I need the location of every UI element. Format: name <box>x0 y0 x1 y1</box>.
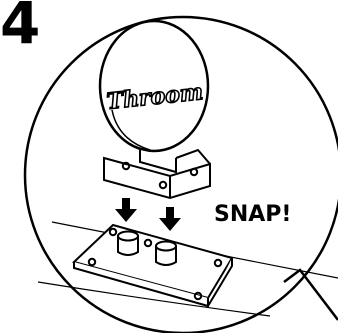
step-number: 4 <box>0 0 38 52</box>
brand-logo: Throom <box>106 79 205 115</box>
snap-callout: SNAP! <box>214 204 291 226</box>
